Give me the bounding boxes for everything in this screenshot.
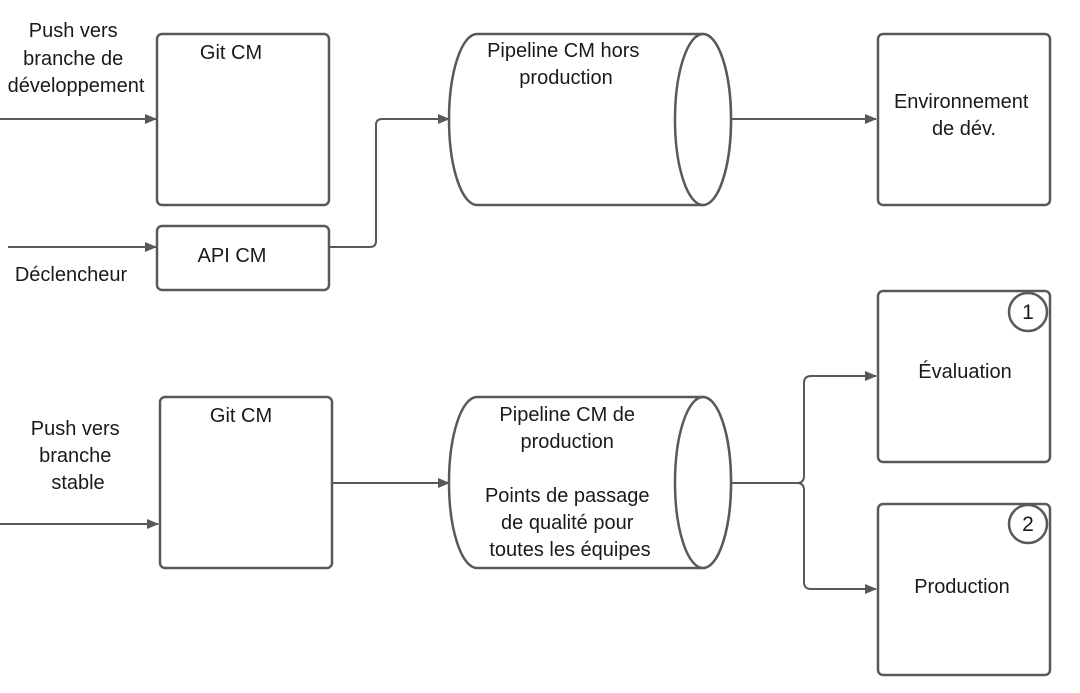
evaluation-badge-number: 1 [1022,301,1034,324]
git-cm-bottom-label: Git CM [210,405,272,427]
evaluation-badge [1007,291,1049,333]
api-cm-label: API CM [198,245,267,267]
git-cm-top-label: Git CM [200,42,262,64]
production-label: Production [914,576,1010,598]
dev-env-box [876,32,1052,207]
trigger-label: Déclencheur [15,264,128,286]
push-stable-label: Push vers branche stable [31,418,126,494]
prod-pipeline-label: Pipeline CM de production Points de pass… [485,404,655,561]
git-cm-bottom-box [158,395,334,570]
nonprod-pipeline-cylinder [447,32,733,207]
git-cm-top-box [155,32,331,207]
api-cm-box [155,224,331,292]
dev-env-label: Environnement de dév. [894,91,1034,140]
evaluation-box [876,289,1052,464]
production-badge [1007,503,1049,545]
nonprod-pipeline-label: Pipeline CM hors production [487,40,645,89]
production-box [876,502,1052,677]
push-dev-label: Push vers branche de développement [8,20,145,97]
prod-pipeline-cylinder [447,395,733,570]
evaluation-label: Évaluation [918,360,1011,383]
production-badge-number: 2 [1022,513,1034,536]
edge-prod-pipeline-to-evaluation [730,371,877,484]
edge-api-to-nonprod-pipeline [330,114,450,248]
edge-prod-pipeline-to-production [796,482,877,594]
